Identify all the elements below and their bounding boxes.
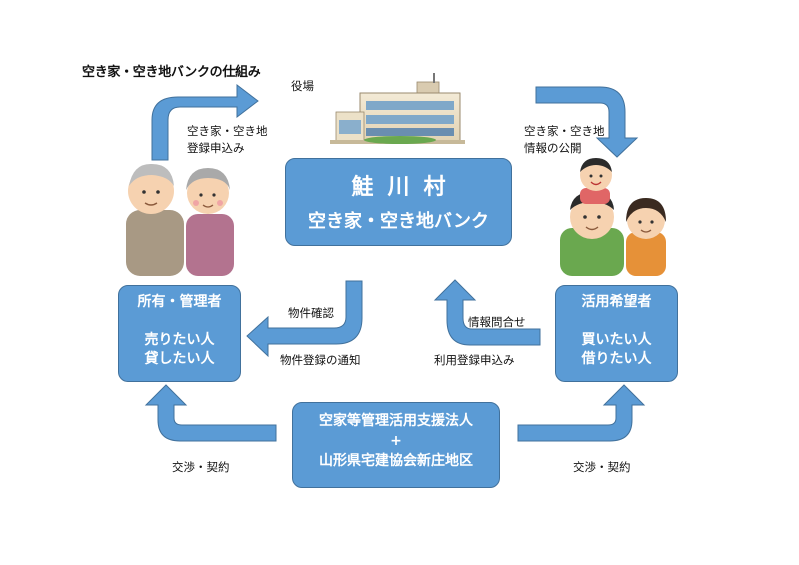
user-title: 活用希望者	[581, 294, 652, 310]
arrow-confirm	[246, 280, 363, 358]
akiya-bank-box: 鮭川村 空き家・空き地バンク	[285, 158, 512, 246]
register-label-line1: 空き家・空き地	[187, 124, 268, 138]
user-buy: 買いたい人	[581, 332, 652, 348]
publish-label-line1: 空き家・空き地	[524, 124, 605, 138]
arrow-negotiate-left	[144, 384, 277, 442]
support-plus: +	[390, 433, 402, 449]
negotiate-right-label: 交渉・契約	[573, 460, 631, 474]
confirm-label: 物件確認	[288, 306, 334, 320]
owner-title: 所有・管理者	[137, 294, 222, 310]
support-realtor: 山形県宅建協会新庄地区	[319, 453, 473, 469]
owner-sell: 売りたい人	[144, 332, 215, 348]
user-box: 活用希望者 買いたい人 借りたい人	[555, 285, 678, 382]
register-label-line2: 登録申込み	[187, 141, 245, 155]
owner-box: 所有・管理者 売りたい人 貸したい人	[118, 285, 241, 382]
support-corp: 空家等管理活用支援法人	[319, 413, 473, 429]
negotiate-left-label: 交渉・契約	[172, 460, 230, 474]
bank-name: 空き家・空き地バンク	[308, 211, 489, 232]
publish-label: 空き家・空き地 情報の公開	[524, 123, 605, 157]
arrow-negotiate-right	[517, 384, 646, 442]
inquiry-label: 情報問合せ	[468, 315, 526, 329]
village-name: 鮭川村	[351, 175, 460, 200]
arrow-inquiry	[433, 279, 541, 346]
use-apply-label: 利用登録申込み	[434, 353, 515, 367]
young-family-illustration	[560, 158, 666, 276]
support-box: 空家等管理活用支援法人 + 山形県宅建協会新庄地区	[292, 402, 500, 488]
arrow-register	[151, 83, 259, 161]
register-label: 空き家・空き地 登録申込み	[187, 123, 268, 157]
user-rent: 借りたい人	[581, 351, 652, 367]
page-title: 空き家・空き地バンクの仕組み	[82, 65, 261, 80]
publish-label-line2: 情報の公開	[524, 141, 582, 155]
town-hall-label: 役場	[291, 79, 314, 93]
arrow-publish	[535, 86, 639, 158]
town-hall-building-illustration	[330, 73, 465, 144]
notice-label: 物件登録の通知	[280, 353, 361, 367]
elderly-couple-illustration	[126, 163, 234, 276]
owner-lend: 貸したい人	[144, 351, 215, 367]
